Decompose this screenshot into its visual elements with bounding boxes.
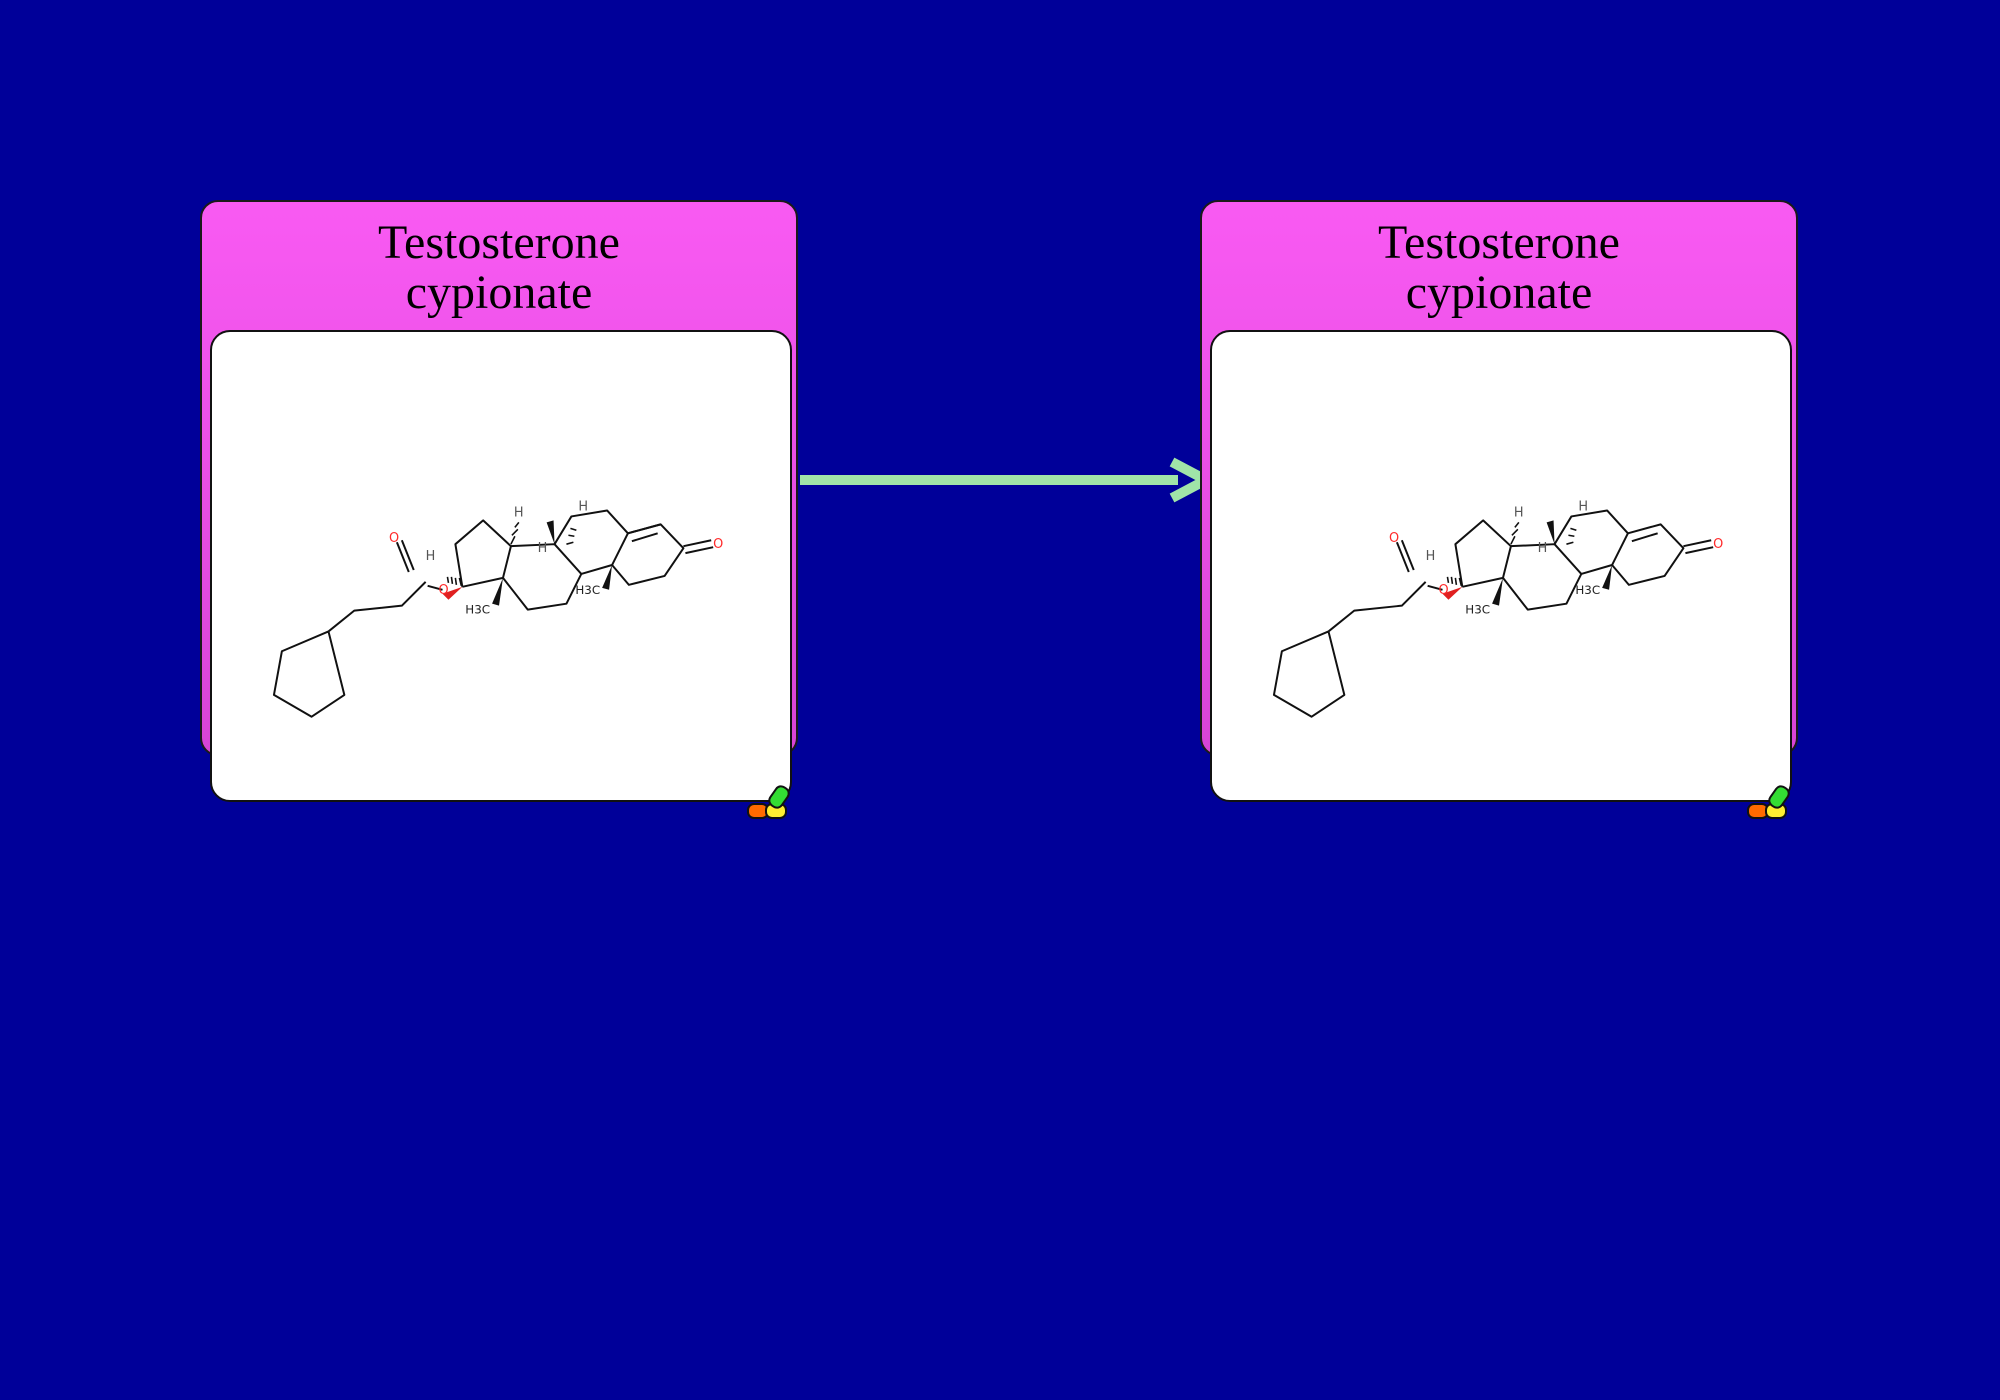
- wedge-bond: [1602, 565, 1613, 590]
- wedge-bond: [602, 565, 613, 590]
- atom-label-o: O: [713, 537, 723, 552]
- molecule-bonds: [1272, 509, 1714, 718]
- atom-label-o: O: [389, 531, 399, 546]
- atom-label-h: H: [538, 541, 548, 556]
- atom-label-o: O: [439, 583, 449, 598]
- atom-label-h: H: [426, 549, 436, 564]
- molecule-structure: H H H H O O O H3C H3C: [1272, 499, 1723, 718]
- atom-label-methyl: H3C: [1575, 583, 1600, 597]
- atom-label-o: O: [1713, 537, 1723, 552]
- atom-label-o: O: [1439, 583, 1449, 598]
- capsule-icon: [1747, 785, 1790, 819]
- hash-bonds: [1446, 521, 1577, 587]
- atom-label-h: H: [1578, 499, 1588, 514]
- atom-label-methyl: H3C: [1465, 603, 1490, 617]
- wedge-bond: [546, 520, 555, 545]
- wedge-bond: [1546, 520, 1555, 545]
- atom-label-methyl: H3C: [465, 603, 490, 617]
- molecule-image: H H H H O O O H3C H3C: [210, 330, 792, 802]
- hash-bonds: [446, 521, 577, 587]
- atom-label-h: H: [578, 499, 588, 514]
- node-title: Testosterone cypionate: [378, 216, 620, 319]
- wedge-bond: [1442, 586, 1463, 600]
- molecule-image: H H H H O O O H3C H3C: [1210, 330, 1792, 802]
- node-testosterone-cypionate-right[interactable]: Testosterone cypionate: [1200, 200, 1798, 819]
- wedge-bond: [442, 586, 463, 600]
- molecule-structure: H H H H O O O H3C H3C: [272, 499, 723, 718]
- wedge-bond: [1492, 577, 1503, 606]
- atom-label-h: H: [1514, 505, 1524, 520]
- wedge-bond: [492, 577, 503, 606]
- molecule-bonds: [272, 509, 714, 718]
- node-title: Testosterone cypionate: [1378, 216, 1620, 319]
- atom-label-o: O: [1389, 531, 1399, 546]
- atom-label-h: H: [1538, 541, 1548, 556]
- atom-label-h: H: [514, 505, 524, 520]
- atom-label-methyl: H3C: [575, 583, 600, 597]
- atom-label-h: H: [1426, 549, 1436, 564]
- capsule-icon: [747, 785, 790, 819]
- node-testosterone-cypionate-left[interactable]: Testosterone cypionate: [200, 200, 798, 819]
